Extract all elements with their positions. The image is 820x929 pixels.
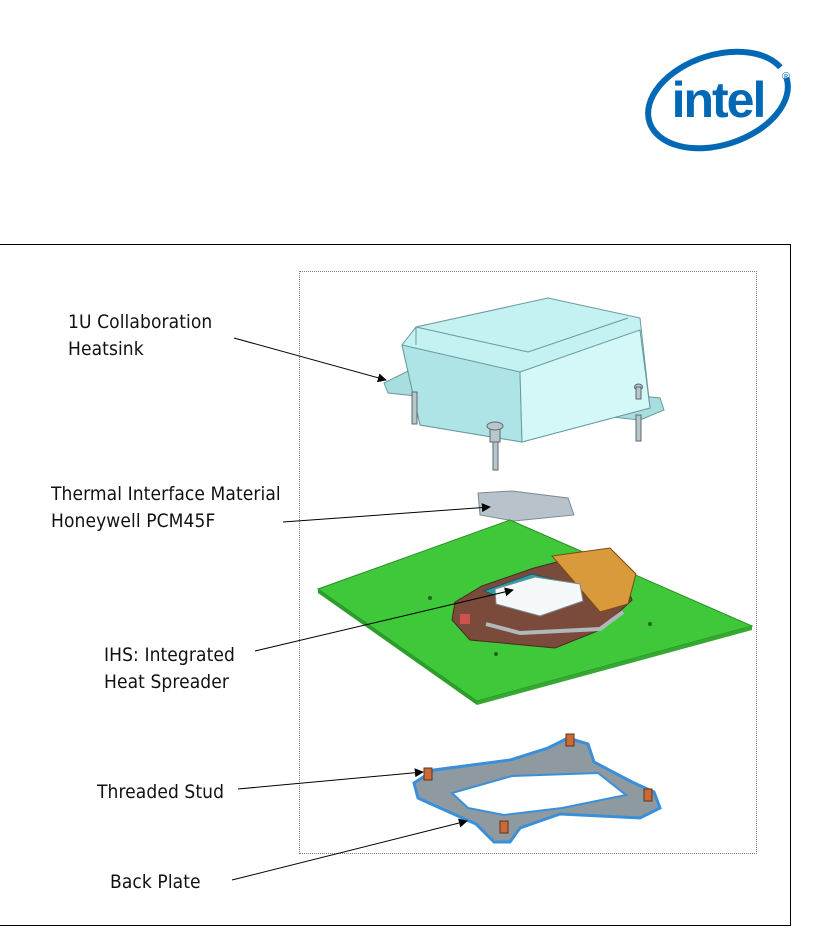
heatsink-screws — [411, 383, 643, 471]
intel-logo-text: intel — [672, 72, 765, 128]
leader-lines — [231, 337, 514, 881]
label-heatsink-line1: 1U Collaboration — [68, 311, 213, 333]
backplate-leader — [231, 818, 468, 881]
label-ihs-line2: Heat Spreader — [104, 671, 229, 693]
label-ihs: IHS: Integrated Heat Spreader — [104, 642, 235, 696]
label-heatsink-line2: Heatsink — [68, 338, 144, 360]
intel-logo-swoosh — [645, 48, 791, 152]
label-heatsink: 1U Collaboration Heatsink — [68, 309, 212, 363]
exploded-view-area — [299, 271, 757, 854]
threaded-studs — [423, 733, 653, 834]
intel-logo: intel ® — [645, 48, 791, 152]
label-tim-line2: Honeywell PCM45F — [51, 510, 216, 532]
ihs-leader — [254, 587, 514, 652]
heatsink-drawing — [383, 297, 665, 471]
figure-frame — [0, 244, 791, 926]
tim-leader — [282, 503, 491, 523]
label-ihs-line1: IHS: Integrated — [104, 644, 235, 666]
stud-leader — [237, 768, 424, 790]
label-tim-line1: Thermal Interface Material — [51, 483, 281, 505]
thermal-pad-drawing — [477, 490, 575, 522]
label-back-plate: Back Plate — [110, 871, 201, 893]
heatsink-leader — [233, 337, 387, 383]
label-tim: Thermal Interface Material Honeywell PCM… — [51, 481, 281, 535]
motherboard-drawing — [316, 519, 754, 705]
label-threaded-stud: Threaded Stud — [97, 781, 225, 803]
back-plate-drawing — [412, 733, 662, 844]
intel-logo-registered: ® — [782, 71, 790, 83]
